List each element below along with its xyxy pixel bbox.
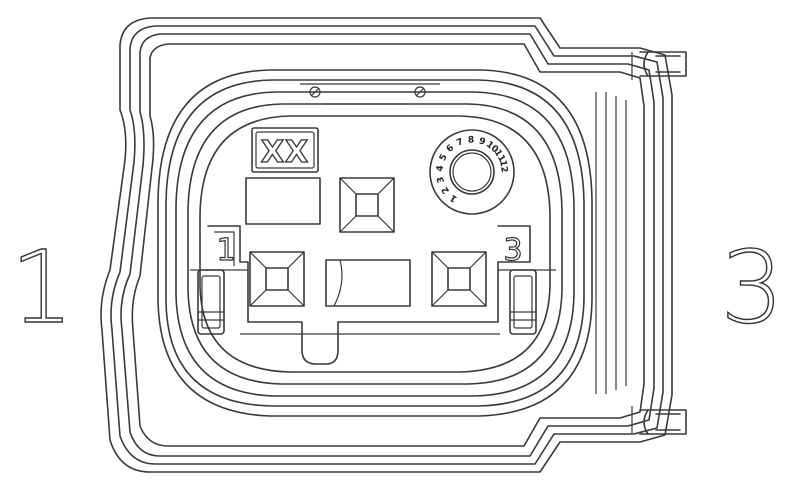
- housing-outer: [100, 17, 673, 473]
- right-peg: [509, 269, 537, 335]
- code-label: XX: [261, 135, 309, 170]
- left-peg: [197, 269, 225, 335]
- right-pin-label: 3: [720, 229, 784, 346]
- date-dial-number: 9: [477, 136, 486, 147]
- code-box: XX: [251, 127, 319, 173]
- label-rectangle: [245, 177, 321, 225]
- date-dial-number: 3: [436, 175, 447, 184]
- terminal-cavity: [190, 225, 556, 365]
- date-dial-number: 4: [435, 165, 446, 172]
- latch-top: [631, 51, 687, 80]
- latch-bottom: [631, 406, 687, 435]
- terminal-3: [431, 251, 487, 307]
- top-marks: [300, 83, 440, 105]
- left-pin-label: 1: [10, 229, 74, 346]
- pin-marker-3: 3: [503, 232, 523, 268]
- terminal-center-top: [339, 177, 395, 233]
- side-rails: [595, 92, 627, 394]
- terminal-1: [249, 251, 305, 307]
- date-dial-number: 2: [440, 184, 452, 195]
- date-dial-number: 8: [468, 135, 475, 145]
- date-dial-number: 6: [445, 143, 456, 155]
- pin-marker-1: 1: [216, 232, 236, 268]
- pin-marker-3-label: 3: [503, 233, 522, 268]
- key-slot: [325, 259, 411, 307]
- date-dial-number: 1: [448, 192, 459, 204]
- date-dial-number: 5: [438, 153, 450, 163]
- inner-face: [157, 69, 593, 417]
- date-dial-number: 7: [455, 137, 465, 149]
- date-dial-number: 12: [497, 159, 509, 173]
- pin-marker-1-label: 1: [216, 233, 235, 268]
